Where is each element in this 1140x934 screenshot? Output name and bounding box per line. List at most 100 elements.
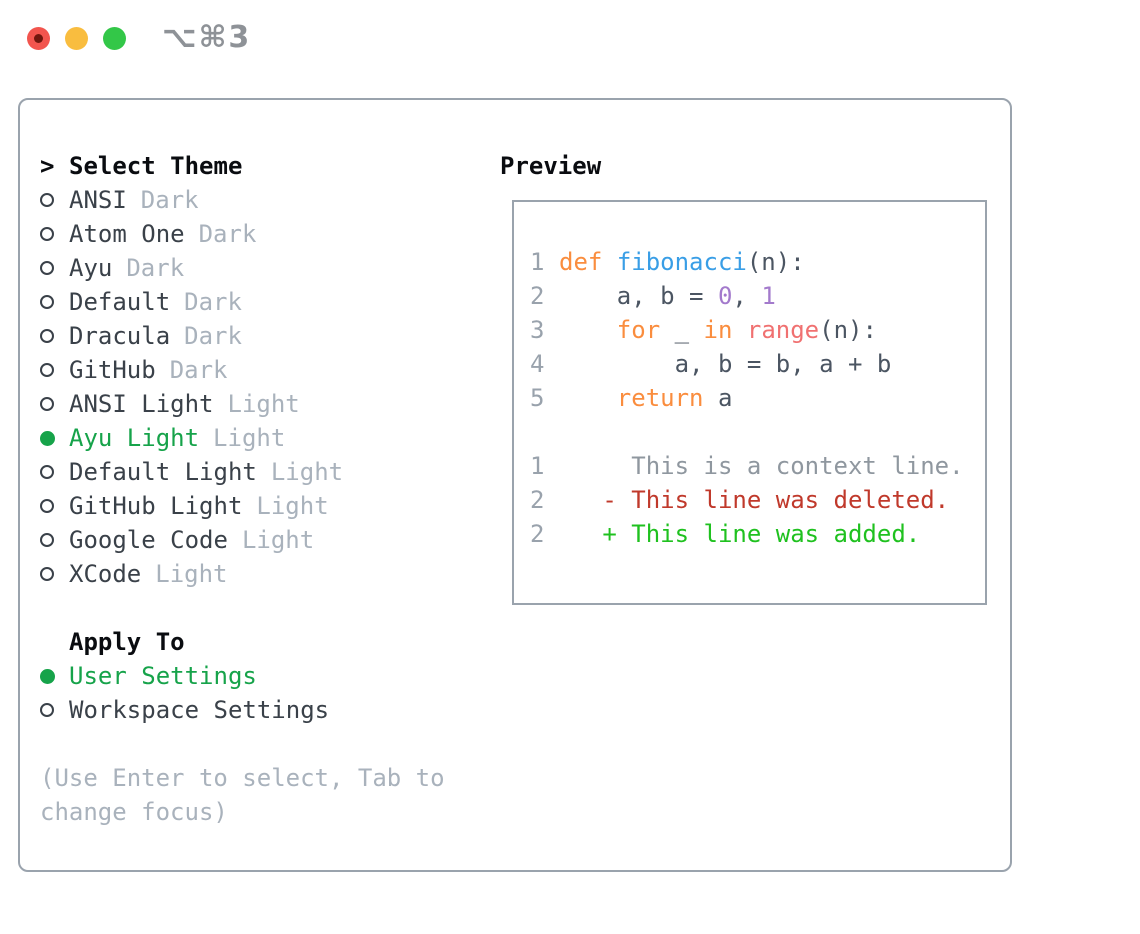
code-token-plain: a, b = <box>559 282 718 310</box>
theme-item-dracula-dark[interactable]: Dracula Dark <box>40 319 486 353</box>
theme-item-name: Default <box>69 288 171 316</box>
apply-to-title: Apply To <box>69 628 185 656</box>
theme-item-name: Ayu Light <box>69 424 200 452</box>
code-token-plain: a, b = b, a + b <box>559 350 892 378</box>
code-token-plain <box>602 248 616 282</box>
code-token-added: + This line was added. <box>559 520 921 548</box>
titlebar: ⌥⌘3 <box>0 0 1140 76</box>
code-line: 5 return a <box>530 384 985 418</box>
code-token-builtin: range <box>746 316 820 344</box>
theme-item-tag: Light <box>270 458 344 486</box>
theme-item-tag: Light <box>241 526 315 554</box>
code-line: 2 - This line was deleted. <box>530 486 985 520</box>
radio-icon <box>40 261 54 275</box>
code-token-plain: , <box>732 282 762 310</box>
line-number <box>530 418 559 452</box>
theme-item-default-light-light[interactable]: Default Light Light <box>40 455 486 489</box>
hint-text: (Use Enter to select, Tab to change focu… <box>40 764 445 826</box>
spacer <box>40 591 486 625</box>
code-token-keyword: for <box>616 316 661 344</box>
radio-selected-icon <box>40 668 55 684</box>
code-line: 2 + This line was added. <box>530 520 985 554</box>
apply-to-header: Apply To <box>40 625 486 659</box>
radio-icon <box>40 533 54 547</box>
radio-icon <box>40 397 54 411</box>
radio-icon <box>40 499 54 513</box>
theme-item-tag: Dark <box>126 254 185 282</box>
prompt-icon: > <box>40 152 55 180</box>
code-token-number: 1 <box>761 282 776 310</box>
line-number: 1 <box>530 248 545 276</box>
line-number: 3 <box>530 316 545 344</box>
theme-item-tag: Light <box>256 492 329 520</box>
radio-icon <box>40 329 54 343</box>
theme-item-tag: Light <box>155 560 228 588</box>
window-shortcut-label: ⌥⌘3 <box>162 20 252 55</box>
code-token-keyword: in <box>703 316 733 344</box>
code-line <box>530 418 985 452</box>
apply-option-label: User Settings <box>69 662 257 690</box>
line-number: 2 <box>530 282 545 310</box>
code-line: 1 This is a context line. <box>530 452 985 486</box>
code-token-keyword: def <box>559 248 603 276</box>
close-button[interactable] <box>27 27 50 50</box>
radio-icon <box>40 363 54 377</box>
code-token-deleted: - This line was deleted. <box>559 486 950 514</box>
theme-item-name: Google Code <box>69 526 228 554</box>
maximize-button[interactable] <box>103 27 126 50</box>
code-token-plain: a <box>703 384 733 412</box>
theme-item-tag: Dark <box>184 322 242 350</box>
theme-item-name: Ayu <box>69 254 113 282</box>
line-number: 2 <box>530 486 545 514</box>
theme-item-ayu-light-light[interactable]: Ayu Light Light <box>40 421 486 455</box>
theme-item-tag: Light <box>213 424 286 452</box>
theme-item-google-code-light[interactable]: Google Code Light <box>40 523 486 557</box>
theme-item-ansi-light-light[interactable]: ANSI Light Light <box>40 387 486 421</box>
code-token-function: fibonacci <box>616 248 747 276</box>
theme-item-tag: Dark <box>140 186 199 214</box>
apply-option-user-settings[interactable]: User Settings <box>40 659 486 693</box>
theme-item-name: Dracula <box>69 322 171 350</box>
code-token-context: This is a context line. <box>559 452 964 480</box>
code-token-number: 0 <box>717 282 733 310</box>
theme-item-name: Default Light <box>69 458 257 486</box>
theme-item-name: XCode <box>69 560 142 588</box>
radio-selected-icon <box>40 430 55 446</box>
theme-item-name: GitHub <box>69 356 156 384</box>
theme-item-ayu-dark[interactable]: Ayu Dark <box>40 251 486 285</box>
code-line: 1 def fibonacci(n): <box>530 248 985 282</box>
radio-icon <box>40 465 54 479</box>
code-token-plain: (n): <box>746 248 805 276</box>
theme-item-tag: Light <box>227 390 300 418</box>
code-token-keyword: return <box>616 384 704 412</box>
minimize-button[interactable] <box>65 27 88 50</box>
preview-title: Preview <box>500 152 602 180</box>
line-number: 1 <box>530 452 545 480</box>
code-token-plain <box>732 316 746 350</box>
theme-item-xcode-light[interactable]: XCode Light <box>40 557 486 591</box>
code-token-plain <box>559 384 617 418</box>
apply-option-workspace-settings[interactable]: Workspace Settings <box>40 693 486 727</box>
radio-icon <box>40 567 54 581</box>
theme-item-tag: Dark <box>184 288 242 316</box>
theme-item-name: ANSI Light <box>69 390 214 418</box>
theme-item-default-dark[interactable]: Default Dark <box>40 285 486 319</box>
line-number: 4 <box>530 350 545 378</box>
code-token-plain: (n): <box>819 316 877 344</box>
code-line: 4 a, b = b, a + b <box>530 350 985 384</box>
line-number: 2 <box>530 520 545 548</box>
apply-option-label: Workspace Settings <box>69 696 330 724</box>
theme-item-tag: Dark <box>198 220 257 248</box>
code-line: 3 for _ in range(n): <box>530 316 985 350</box>
